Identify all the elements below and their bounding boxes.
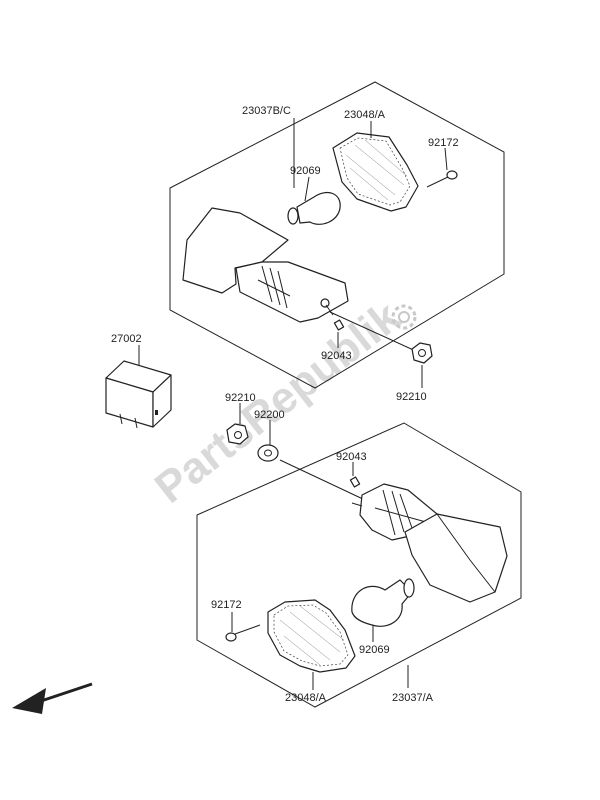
upper-nut[interactable] <box>411 342 433 364</box>
lower-lens[interactable] <box>267 599 356 673</box>
upper-assembly <box>169 81 505 389</box>
upper-bulb[interactable] <box>287 191 341 225</box>
label-upper-lens: 23048/A <box>344 109 386 121</box>
relay[interactable] <box>105 345 172 429</box>
lower-assembly <box>196 403 522 708</box>
label-relay: 27002 <box>111 333 142 345</box>
gear-icon <box>391 304 417 330</box>
label-lower-assembly: 23037/A <box>392 692 434 704</box>
lower-nut[interactable] <box>226 423 249 445</box>
label-lower-lens: 23048/A <box>285 692 327 704</box>
label-upper-screw: 92172 <box>428 137 459 149</box>
label-lower-nut: 92210 <box>225 392 256 404</box>
label-upper-assembly: 23037B/C <box>242 105 291 117</box>
lower-screw[interactable] <box>225 624 261 642</box>
label-lower-bulb: 92069 <box>359 644 390 656</box>
lower-housing[interactable] <box>351 483 508 603</box>
upper-screw[interactable] <box>426 170 458 188</box>
lower-small-washer[interactable] <box>349 476 361 488</box>
label-upper-small-washer: 92043 <box>321 350 352 362</box>
lower-washer[interactable] <box>257 444 279 462</box>
upper-housing[interactable] <box>182 207 349 323</box>
label-lower-screw: 92172 <box>211 599 242 611</box>
upper-assembly-frame <box>169 81 505 389</box>
label-lower-small-washer: 92043 <box>336 451 367 463</box>
label-upper-nut: 92210 <box>396 391 427 403</box>
lower-assembly-frame <box>196 422 522 708</box>
lower-axis-line <box>279 459 366 501</box>
upper-small-washer[interactable] <box>333 319 345 331</box>
lower-bulb[interactable] <box>351 578 415 627</box>
direction-arrow-icon <box>12 682 93 714</box>
watermark: PartsRepublik <box>146 292 410 513</box>
upper-axis-line <box>329 311 421 354</box>
label-upper-bulb: 92069 <box>290 165 321 177</box>
upper-lens[interactable] <box>332 132 419 212</box>
label-lower-washer: 92200 <box>254 409 285 421</box>
